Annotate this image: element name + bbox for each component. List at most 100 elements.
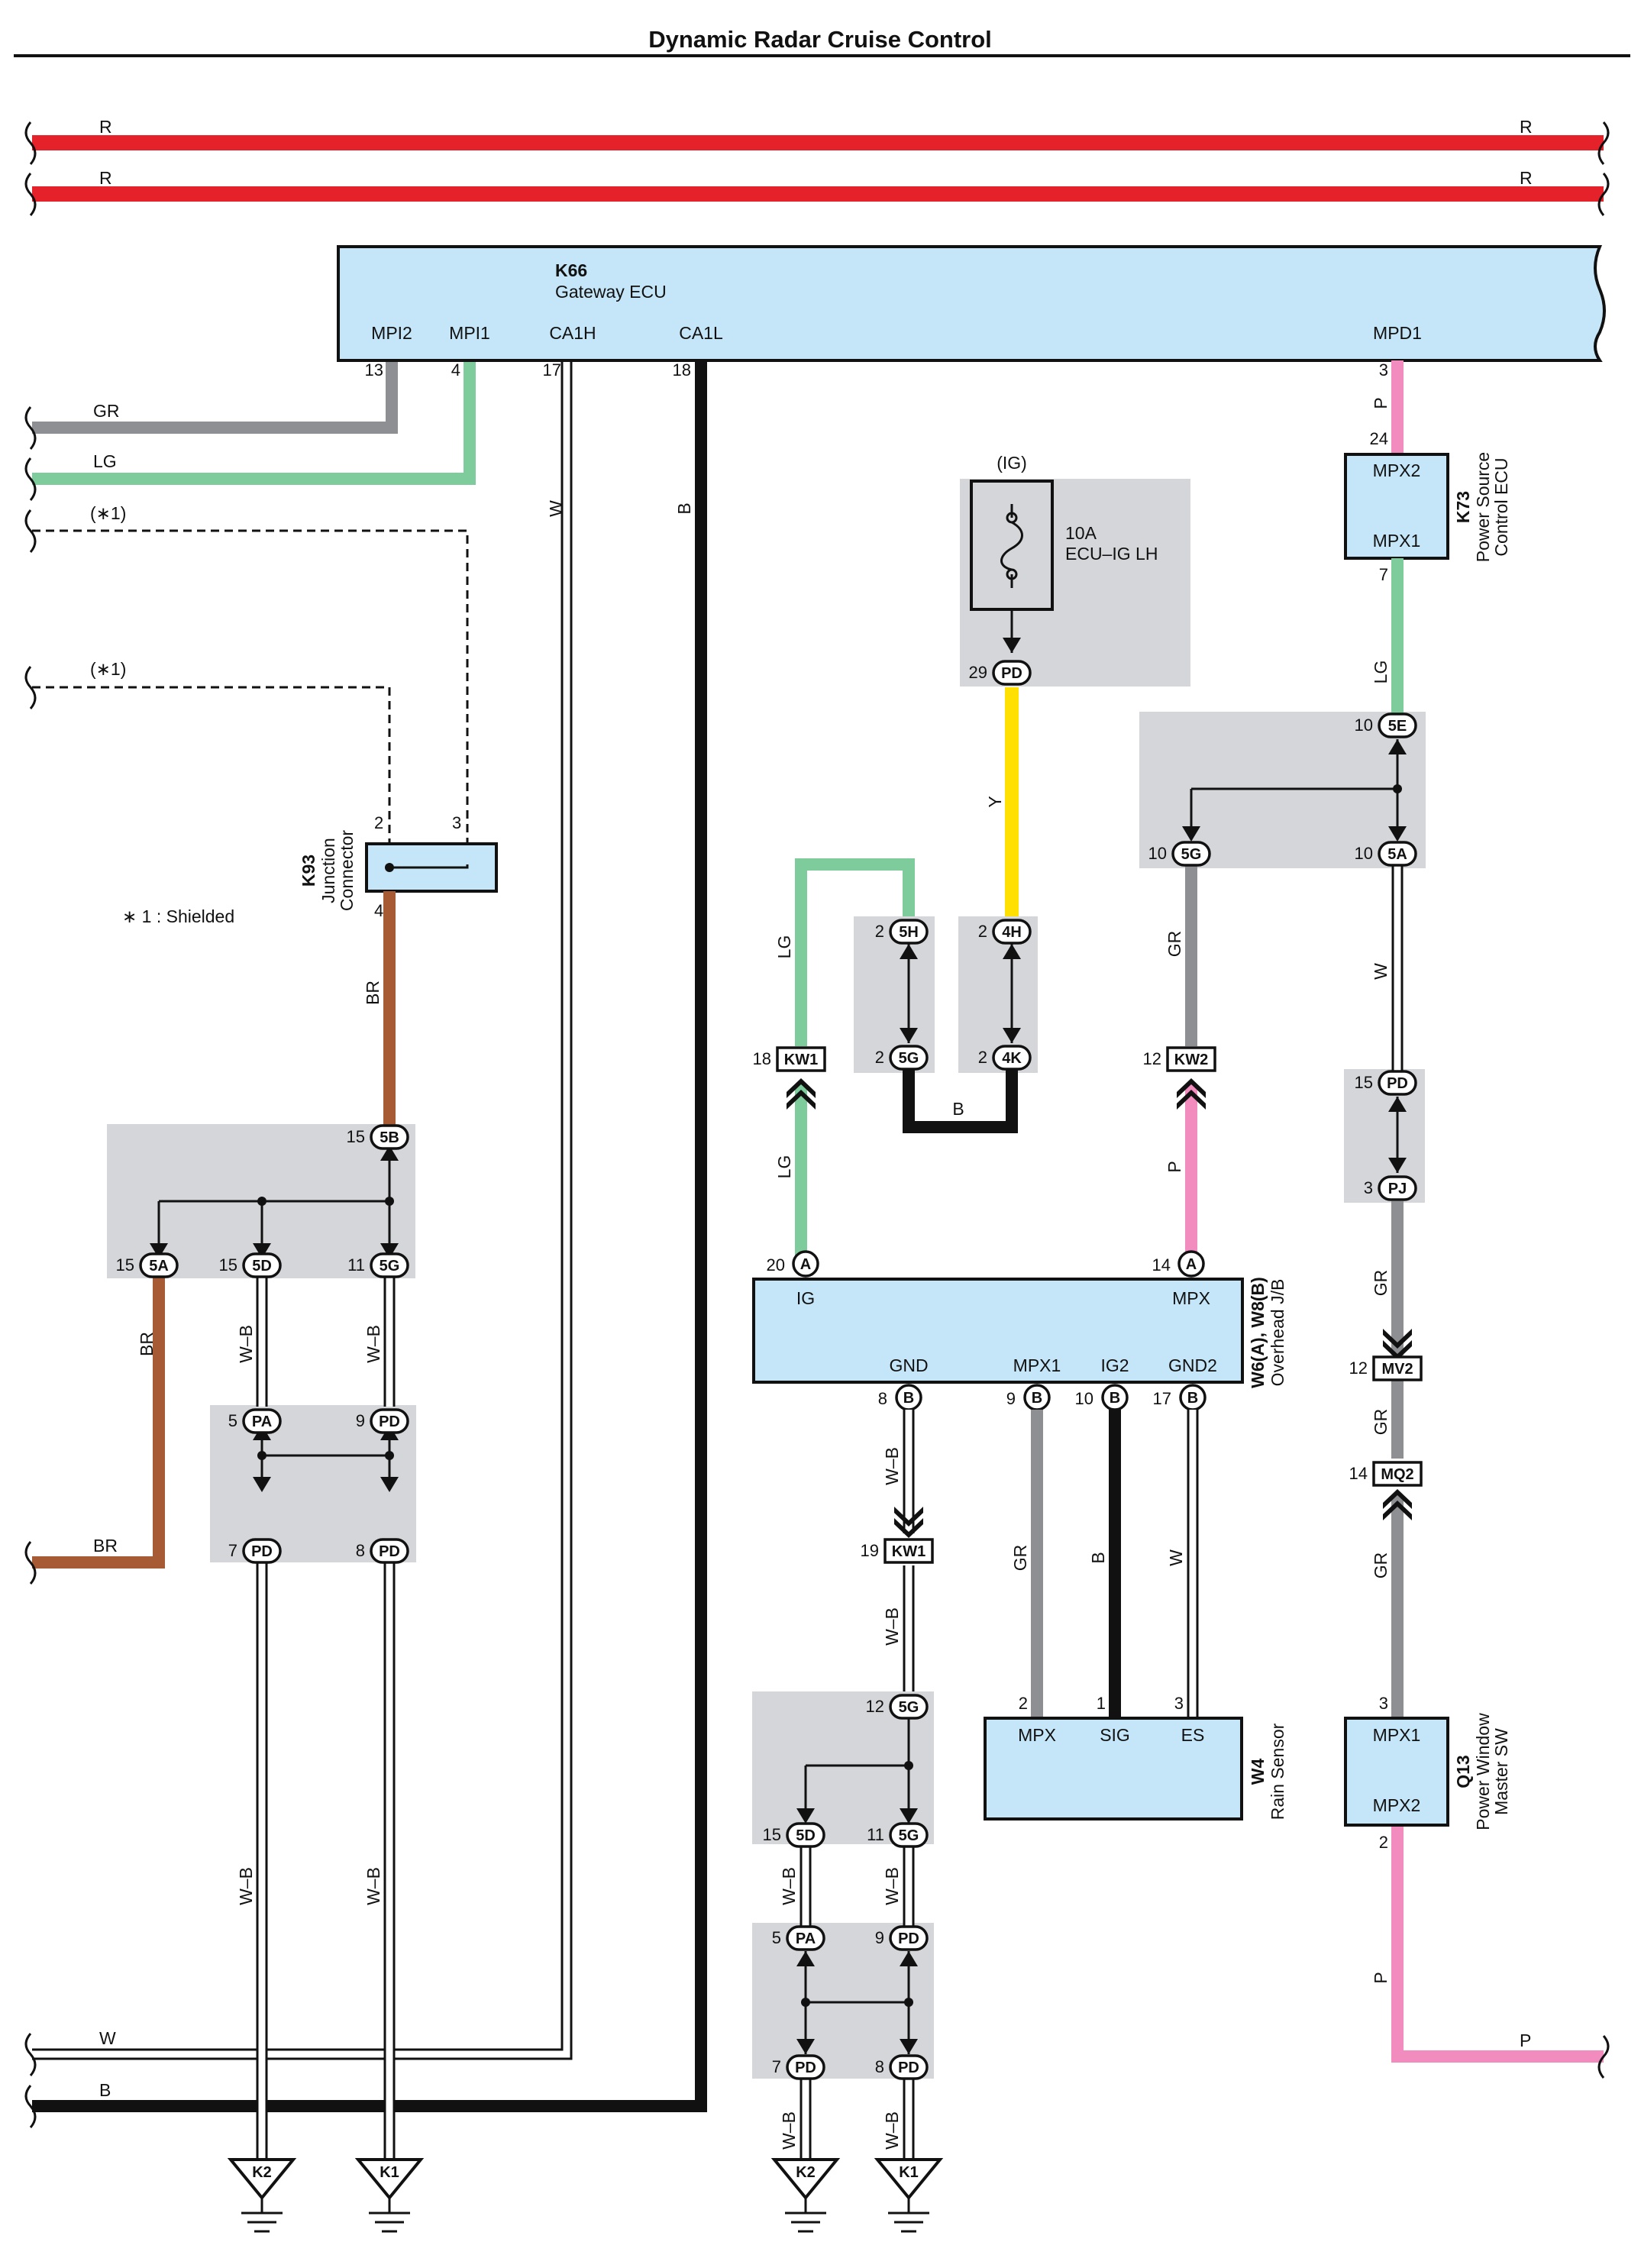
svg-text:PJ: PJ xyxy=(1388,1181,1407,1197)
svg-text:10: 10 xyxy=(1075,1389,1093,1408)
svg-text:Master SW: Master SW xyxy=(1491,1728,1511,1815)
svg-text:7: 7 xyxy=(772,2057,781,2076)
svg-text:PD: PD xyxy=(379,1543,400,1560)
svg-text:Power Source: Power Source xyxy=(1473,452,1493,562)
svg-text:Connector: Connector xyxy=(337,830,357,911)
svg-text:PA: PA xyxy=(796,1930,816,1947)
svg-text:B: B xyxy=(1088,1552,1108,1563)
svg-text:PD: PD xyxy=(898,2060,919,2076)
connector-mq2: MQ2 14 xyxy=(1349,1461,1423,1487)
svg-text:3: 3 xyxy=(1174,1694,1184,1713)
svg-text:4H: 4H xyxy=(1002,924,1022,941)
svg-text:KW1: KW1 xyxy=(892,1543,925,1560)
svg-text:14: 14 xyxy=(1349,1464,1368,1483)
svg-text:MQ2: MQ2 xyxy=(1381,1466,1413,1483)
svg-text:10: 10 xyxy=(1355,844,1373,863)
svg-text:MPX1: MPX1 xyxy=(1013,1355,1061,1375)
svg-text:MPD1: MPD1 xyxy=(1373,323,1422,343)
svg-text:P: P xyxy=(1165,1161,1184,1172)
svg-text:B: B xyxy=(674,502,694,514)
svg-text:18: 18 xyxy=(673,360,691,380)
power-source-control-ecu: MPX2 MPX1 24 7 K73 Power Source Control … xyxy=(1344,429,1511,584)
svg-text:IG: IG xyxy=(796,1288,815,1308)
svg-text:P: P xyxy=(1520,2031,1531,2050)
svg-text:GR: GR xyxy=(1371,1552,1391,1579)
svg-text:5G: 5G xyxy=(899,1050,919,1067)
svg-text:(IG): (IG) xyxy=(997,453,1027,473)
svg-text:R: R xyxy=(99,117,112,137)
page-title: Dynamic Radar Cruise Control xyxy=(648,26,992,53)
connector-pd7: PD7 xyxy=(228,1538,282,1564)
svg-text:GR: GR xyxy=(1371,1409,1391,1436)
overhead-junction-block: IG MPX GND MPX1 IG2 GND2 W6(A), W8(B) Ov… xyxy=(752,1277,1287,1388)
svg-text:GR: GR xyxy=(1010,1545,1030,1572)
svg-text:ECU–IG LH: ECU–IG LH xyxy=(1065,544,1158,564)
svg-text:GR: GR xyxy=(1165,931,1184,958)
svg-text:W–B: W–B xyxy=(363,1867,383,1905)
svg-text:B: B xyxy=(952,1099,964,1119)
svg-text:4K: 4K xyxy=(1002,1050,1022,1067)
svg-text:3: 3 xyxy=(1379,1694,1388,1713)
svg-text:PD: PD xyxy=(898,1930,919,1947)
svg-text:MPI2: MPI2 xyxy=(371,323,412,343)
svg-text:(∗1): (∗1) xyxy=(90,659,126,679)
connector-rpa: PA 5 xyxy=(772,1925,825,1951)
svg-text:9: 9 xyxy=(356,1411,365,1430)
svg-text:12: 12 xyxy=(1143,1049,1161,1068)
shielded-note: ∗ 1 : Shielded xyxy=(122,906,234,926)
svg-text:5: 5 xyxy=(772,1928,781,1947)
svg-text:R: R xyxy=(99,168,112,188)
svg-text:CA1H: CA1H xyxy=(549,323,596,343)
svg-text:GND: GND xyxy=(889,1355,928,1375)
svg-text:10A: 10A xyxy=(1065,523,1097,543)
connector-pj: PJ3 xyxy=(1364,1175,1417,1201)
ground-symbols: K2 K1 K2 K1 xyxy=(227,2158,944,2233)
svg-text:W: W xyxy=(1371,963,1391,980)
svg-text:2: 2 xyxy=(374,813,383,832)
ground-k2-left: K2 xyxy=(227,2158,297,2233)
connector-pa: PA5 xyxy=(228,1408,282,1434)
ground-k2-right: K2 xyxy=(770,2158,841,2233)
svg-text:15: 15 xyxy=(347,1127,365,1146)
svg-text:19: 19 xyxy=(861,1541,879,1560)
svg-text:W–B: W–B xyxy=(236,1867,256,1905)
svg-text:LG: LG xyxy=(774,1155,794,1179)
svg-text:PD: PD xyxy=(251,1543,273,1560)
svg-text:10: 10 xyxy=(1355,716,1373,735)
svg-text:9: 9 xyxy=(875,1928,884,1947)
svg-text:8: 8 xyxy=(356,1541,365,1560)
svg-text:5G: 5G xyxy=(899,1699,919,1716)
connector-4h: 4H 2 xyxy=(978,919,1032,945)
svg-text:PA: PA xyxy=(252,1413,272,1430)
svg-text:2: 2 xyxy=(1379,1833,1388,1852)
svg-text:BR: BR xyxy=(137,1332,157,1356)
svg-text:LG: LG xyxy=(93,451,117,471)
wb-wires-left xyxy=(253,1275,399,2184)
svg-text:PD: PD xyxy=(1001,665,1022,682)
svg-text:K73: K73 xyxy=(1453,491,1473,523)
svg-text:W–B: W–B xyxy=(363,1325,383,1363)
svg-text:PD: PD xyxy=(795,2060,816,2076)
svg-text:7: 7 xyxy=(1379,565,1388,584)
svg-text:BR: BR xyxy=(363,981,383,1005)
svg-text:Control ECU: Control ECU xyxy=(1491,457,1511,556)
svg-text:15: 15 xyxy=(116,1255,134,1275)
svg-text:W–B: W–B xyxy=(236,1325,256,1363)
svg-text:K93: K93 xyxy=(299,855,318,887)
connector-rpd7: PD 7 xyxy=(772,2054,825,2080)
left-splice-group xyxy=(150,1145,399,1258)
svg-text:8: 8 xyxy=(875,2057,884,2076)
fuse-ecu-ig-lh: (IG) 10A ECU–IG LH xyxy=(960,453,1190,687)
svg-text:2: 2 xyxy=(978,922,987,941)
svg-text:24: 24 xyxy=(1370,429,1388,448)
svg-text:PD: PD xyxy=(379,1413,400,1430)
svg-text:K2: K2 xyxy=(252,2164,272,2181)
svg-text:15: 15 xyxy=(763,1825,781,1844)
